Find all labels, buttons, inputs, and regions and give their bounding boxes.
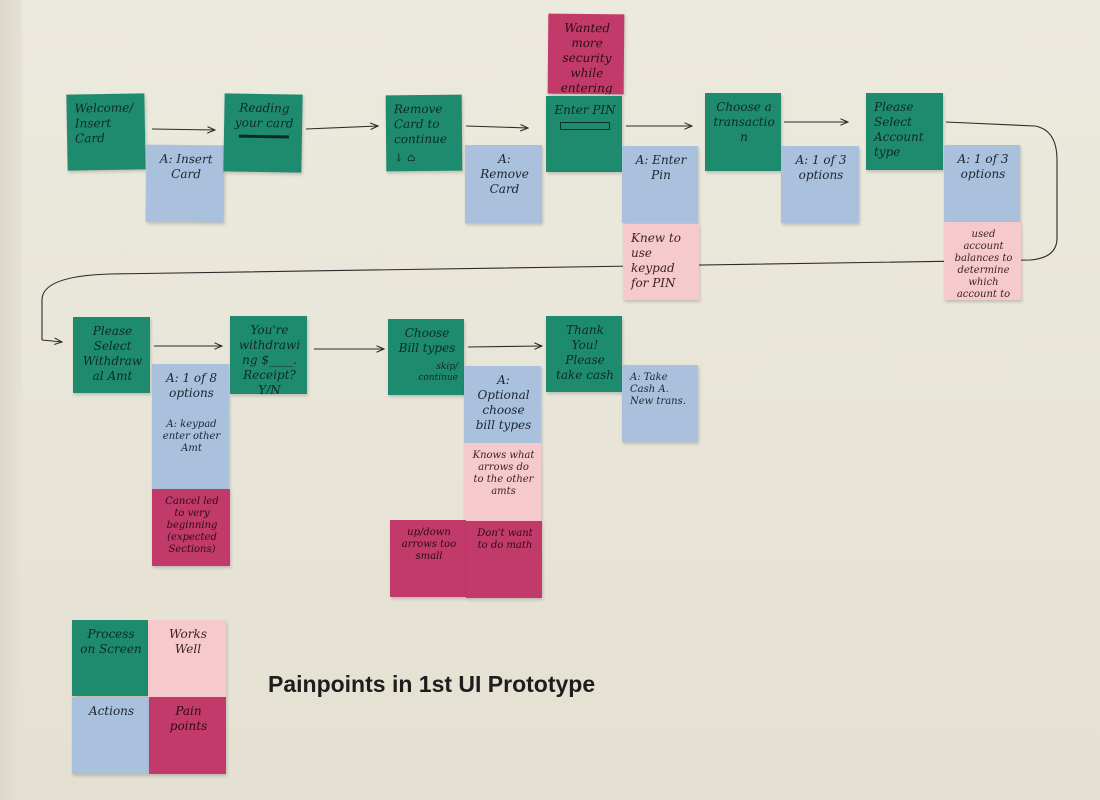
note-select-account-type: Please Select Account type [866,93,943,170]
note-text: Wanted more security while entering PIN [560,20,613,95]
note-text: A: 1 of 3 options [795,153,847,182]
note-text: A: 1 of 3 options [957,152,1009,181]
note-text: up/down arrows too small [401,527,457,562]
note-text: You're withdrawing $____. Receipt? Y/N [238,323,301,394]
note-action-keypad-amount: A: keypad enter other Amt [152,412,229,489]
note-text: A: Enter Pin [635,153,687,182]
note-text: Knows what arrows do to the other amts [472,450,535,497]
note-text: used account balances to determine which… [954,229,1013,300]
card-reader-sketch [238,134,289,139]
note-action-transaction-options: A: 1 of 3 options [781,146,859,223]
note-action-remove-card: A: Remove Card [465,145,542,223]
arrow-bills-to-thankyou [467,346,542,347]
legend-process-on-screen: Process on Screen [72,620,148,696]
note-text: Welcome/ Insert Card [74,100,134,146]
note-withdrawing-receipt: You're withdrawing $____. Receipt? Y/N [230,316,307,394]
note-text: A: Take Cash A. New trans. [630,372,686,407]
note-text: Thank You! Please take cash [556,323,614,382]
note-action-insert-card: A: Insert Card [145,144,225,223]
note-choose-bill-types: Choose Bill types skip/ continue [388,319,464,395]
pin-field-sketch [560,122,610,130]
note-pain-no-math: Don't want to do math [466,521,542,598]
legend-label: Works Well [169,627,207,656]
note-action-bill-types: A: Optional choose bill types [464,366,541,443]
legend-label: Pain points [169,704,208,733]
note-action-enter-pin: A: Enter Pin [622,146,698,223]
note-text: Remove Card to continue [393,101,448,147]
legend-label: Process on Screen [80,627,142,656]
note-subtext: skip/ continue [418,362,458,383]
note-text: A: Insert Card [159,151,213,182]
arrow-wrap-line [41,121,1058,340]
note-text: Don't want to do math [477,528,533,551]
note-pain-cancel-restart: Cancel led to very beginning (expected S… [152,489,230,566]
arrow-reading-to-remove [305,126,378,129]
note-text: Choose Bill types [398,326,456,355]
note-text: A: 1 of 8 options [165,371,218,400]
note-action-take-cash: A: Take Cash A. New trans. [622,365,698,442]
arrow-wrap-end [41,340,62,342]
note-text: Reading your card [234,100,294,131]
legend-actions: Actions [72,697,149,774]
note-choose-transaction: Choose a transaction [705,93,781,171]
note-text: A: keypad enter other Amt [162,419,221,454]
note-text: A: Remove Card [480,152,529,196]
arrow-welcome-to-reading [151,129,215,130]
note-text: Enter PIN [554,103,616,117]
note-works-arrows: Knows what arrows do to the other amts [464,443,541,521]
note-pain-pin-security: Wanted more security while entering PIN [547,13,625,95]
note-text: Knew to use keypad for PIN [631,231,681,290]
legend-works-well: Works Well [148,620,226,697]
board-caption: Painpoints in 1st UI Prototype [268,671,596,697]
note-works-keypad-pin: Knew to use keypad for PIN [623,224,699,300]
note-text: Cancel led to very beginning (expected S… [165,496,219,555]
note-text: Choose a transaction [713,100,775,144]
card-eject-sketch: ↓ ⌂ [394,151,416,165]
note-pain-small-arrows: up/down arrows too small [390,520,466,597]
note-action-account-options: A: 1 of 3 options [944,145,1020,222]
note-works-account-balances: used account balances to determine which… [944,222,1021,300]
note-welcome-insert-card: Welcome/ Insert Card [66,93,146,171]
note-text: Please Select Withdrawal Amt [82,324,143,383]
note-text: A: Optional choose bill types [475,373,532,432]
note-thank-you-take-cash: Thank You! Please take cash [546,316,622,392]
note-text: Please Select Account type [874,100,924,159]
note-reading-card: Reading your card [223,93,303,173]
note-remove-card: Remove Card to continue ↓ ⌂ [385,94,463,172]
legend-pain-points: Pain points [149,697,226,774]
note-action-amount-options: A: 1 of 8 options [152,364,229,412]
note-select-withdrawal-amount: Please Select Withdrawal Amt [73,317,150,393]
arrow-remove-to-pin [465,126,528,128]
note-enter-pin: Enter PIN [546,96,622,172]
legend-label: Actions [88,704,135,718]
